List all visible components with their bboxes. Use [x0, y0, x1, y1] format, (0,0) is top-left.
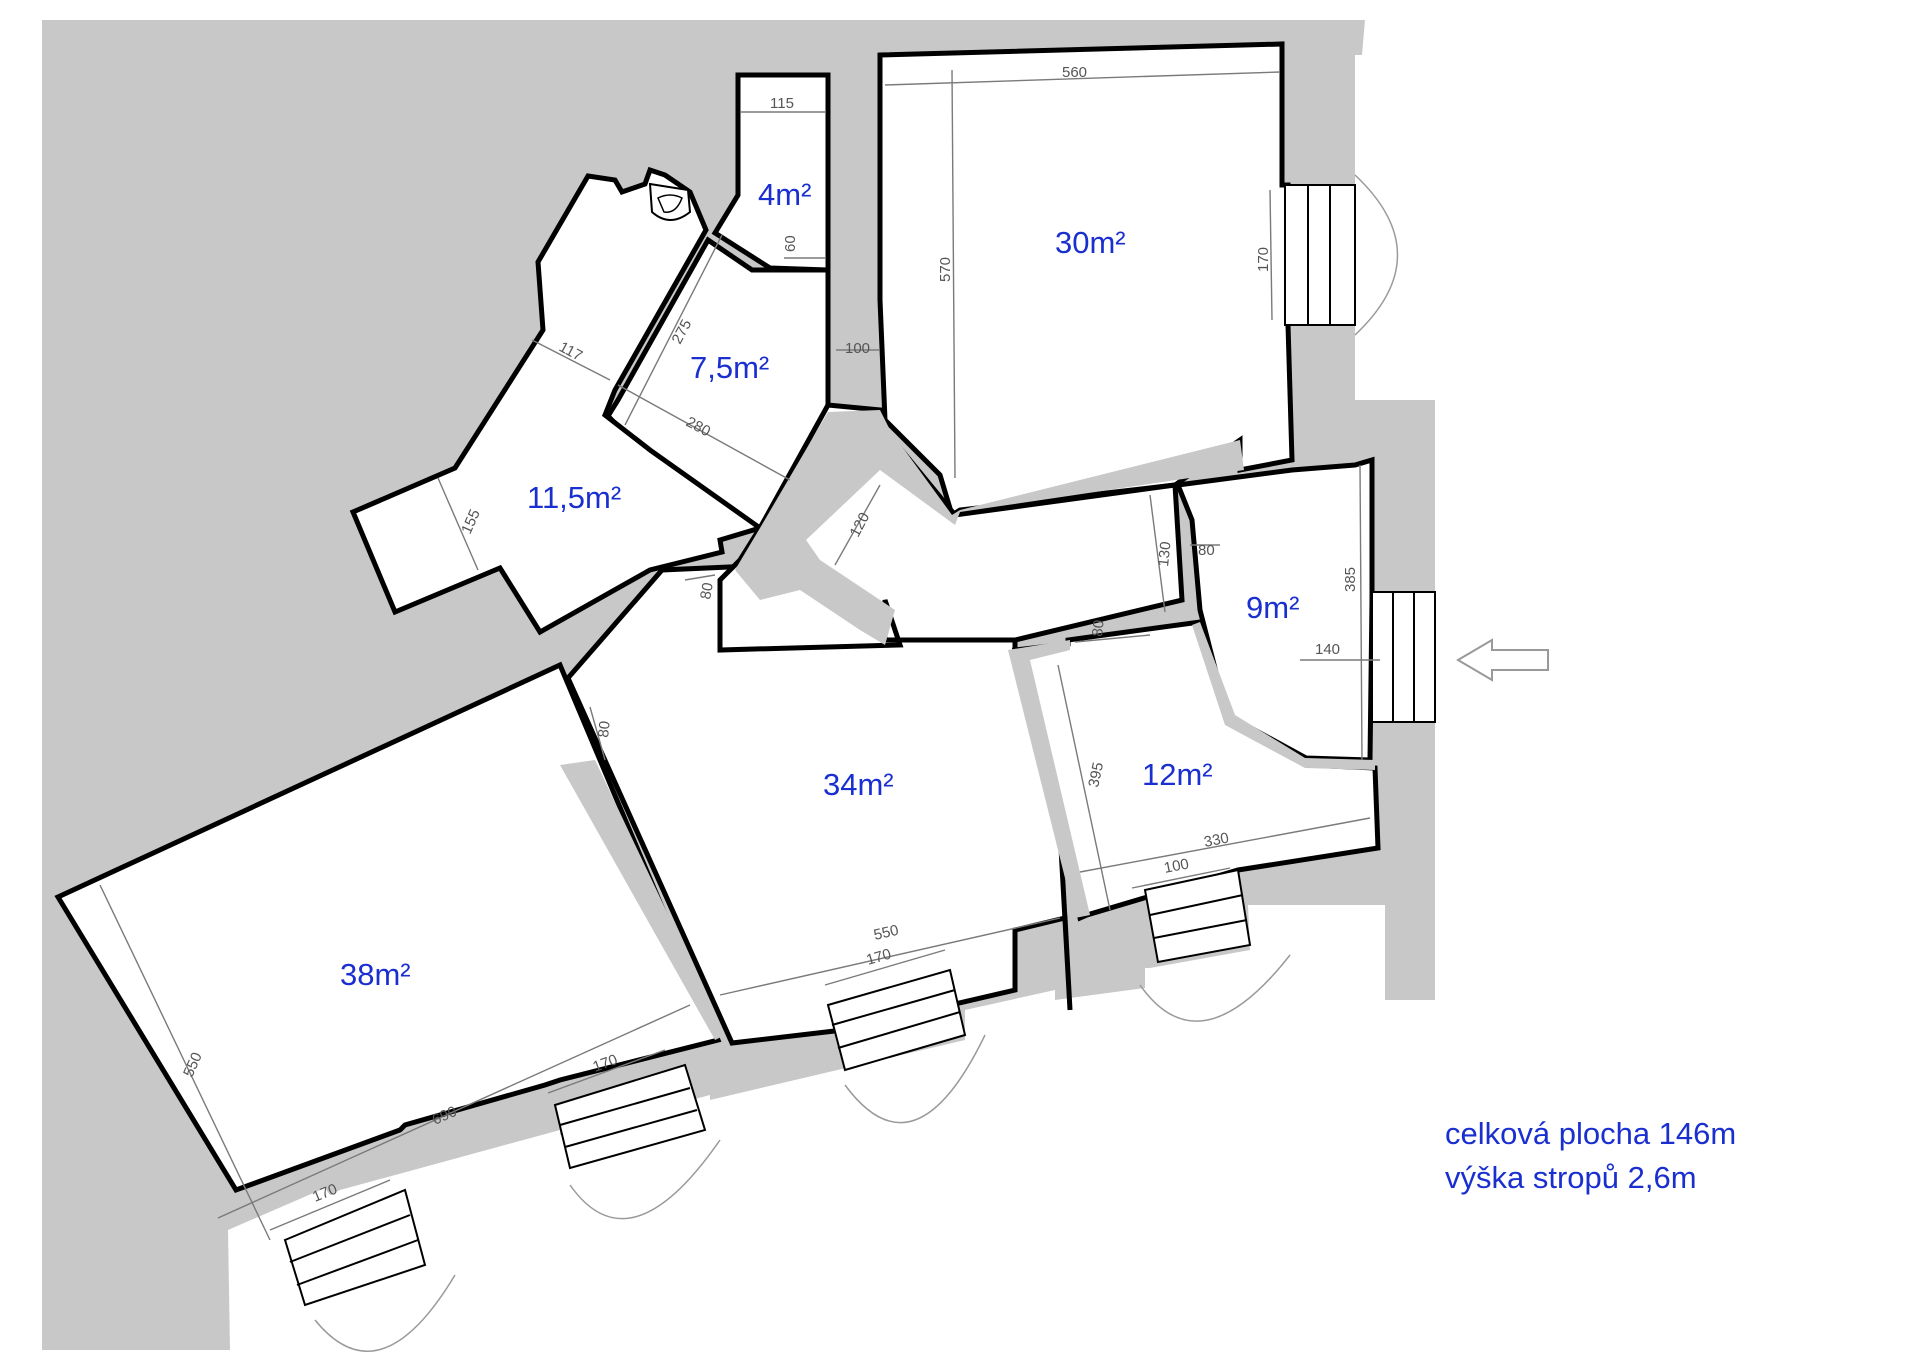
dimension-label: 80 — [595, 720, 614, 738]
partition-wall-a — [735, 410, 1244, 645]
window-arc — [1354, 174, 1399, 336]
room-area-label: 11,5m² — [527, 480, 621, 515]
window-arc — [844, 1034, 986, 1124]
room-area-label: 7,5m² — [690, 350, 769, 385]
room-area-label: 9m² — [1246, 590, 1299, 625]
dimension-label: 80 — [1198, 542, 1215, 559]
window-12 — [1143, 868, 1252, 964]
toilet-icon — [648, 182, 692, 221]
dimension-label: 100 — [1163, 855, 1191, 876]
dimension-label: 170 — [1255, 247, 1272, 272]
window-arc — [314, 1274, 456, 1352]
dimension-label: 385 — [1342, 567, 1359, 592]
partition-wall-c — [1008, 640, 1090, 918]
dimension-label: 560 — [1062, 64, 1087, 81]
dimension-label: 115 — [770, 95, 794, 112]
window-38-left — [283, 1188, 427, 1307]
window-group — [283, 174, 1436, 1352]
room-area-label: 12m² — [1142, 757, 1213, 792]
plan-summary: celková plocha 146m výška stropů 2,6m — [1445, 1112, 1736, 1200]
dimension-label: 80 — [697, 581, 717, 600]
partition-wall-b — [560, 760, 725, 1040]
dimension-label: 100 — [845, 340, 870, 357]
ceiling-height-text: výška stropů 2,6m — [1445, 1160, 1697, 1195]
room-area-labels: 4m² 30m² 7,5m² 11,5m² 9m² 34m² 12m² 38m² — [340, 177, 1299, 992]
entrance-arrow-icon — [1456, 638, 1549, 682]
dimension-label: 60 — [782, 235, 799, 252]
window-arc — [569, 1139, 721, 1220]
dimension-label: 140 — [1315, 641, 1340, 658]
dimension-label: 330 — [1203, 829, 1231, 850]
dimension-label: 570 — [937, 257, 954, 282]
dimension-lines — [99, 69, 1380, 1241]
dimension-label: 80 — [1089, 619, 1108, 637]
room-area-label: 4m² — [758, 177, 811, 212]
room-area-label: 30m² — [1055, 225, 1126, 260]
dimension-label: 550 — [872, 922, 900, 944]
dimension-labels: 115 60 560 570 170 275 100 117 280 155 1… — [180, 64, 1359, 1206]
room-area-label: 34m² — [823, 767, 894, 802]
room-38-floor — [54, 661, 722, 1194]
room-area-label: 38m² — [340, 957, 411, 992]
window-9 — [1371, 591, 1436, 723]
window-30 — [1284, 184, 1356, 326]
dimension-label: 130 — [1155, 541, 1175, 568]
total-area-text: celková plocha 146m — [1445, 1116, 1737, 1151]
dimension-label: 170 — [864, 946, 893, 969]
dimension-label: 395 — [1085, 761, 1107, 789]
window-arc — [1139, 954, 1291, 1022]
